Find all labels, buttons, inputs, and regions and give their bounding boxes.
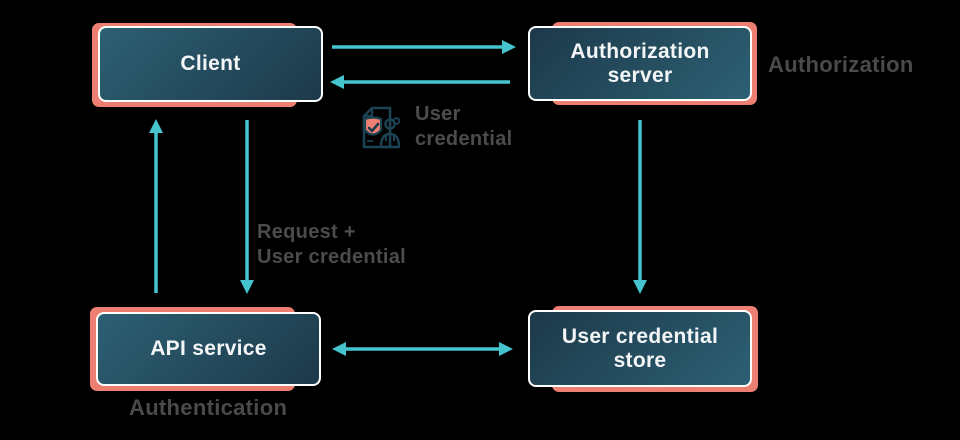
node-authorization-server-label: Authorization server <box>570 39 710 87</box>
arrow-auth-server-to-client <box>330 75 510 89</box>
node-api-service-box: API service <box>96 312 321 386</box>
arrow-api-service-to-client <box>149 119 163 293</box>
edge-label-user-credential: User credential <box>415 103 513 150</box>
arrow-api-service-credential-store-bidirectional <box>332 342 513 356</box>
edge-label-request-user-credential: Request + User credential <box>257 221 407 268</box>
annotation-authentication: Authentication <box>129 395 288 420</box>
node-client-label: Client <box>180 52 241 75</box>
node-user-credential-store-box: User credential store <box>528 310 752 387</box>
arrow-client-to-auth-server <box>332 40 516 54</box>
arrow-client-to-api-service <box>240 120 254 294</box>
node-authorization-server-box: Authorization server <box>528 26 752 101</box>
node-api-service-label: API service <box>150 337 267 360</box>
annotation-authorization: Authorization <box>768 52 914 77</box>
user-credential-icon <box>362 106 401 149</box>
arrow-auth-server-to-credential-store <box>633 120 647 294</box>
node-user-credential-store-label: User credential store <box>561 324 719 372</box>
node-client-box: Client <box>98 26 323 102</box>
